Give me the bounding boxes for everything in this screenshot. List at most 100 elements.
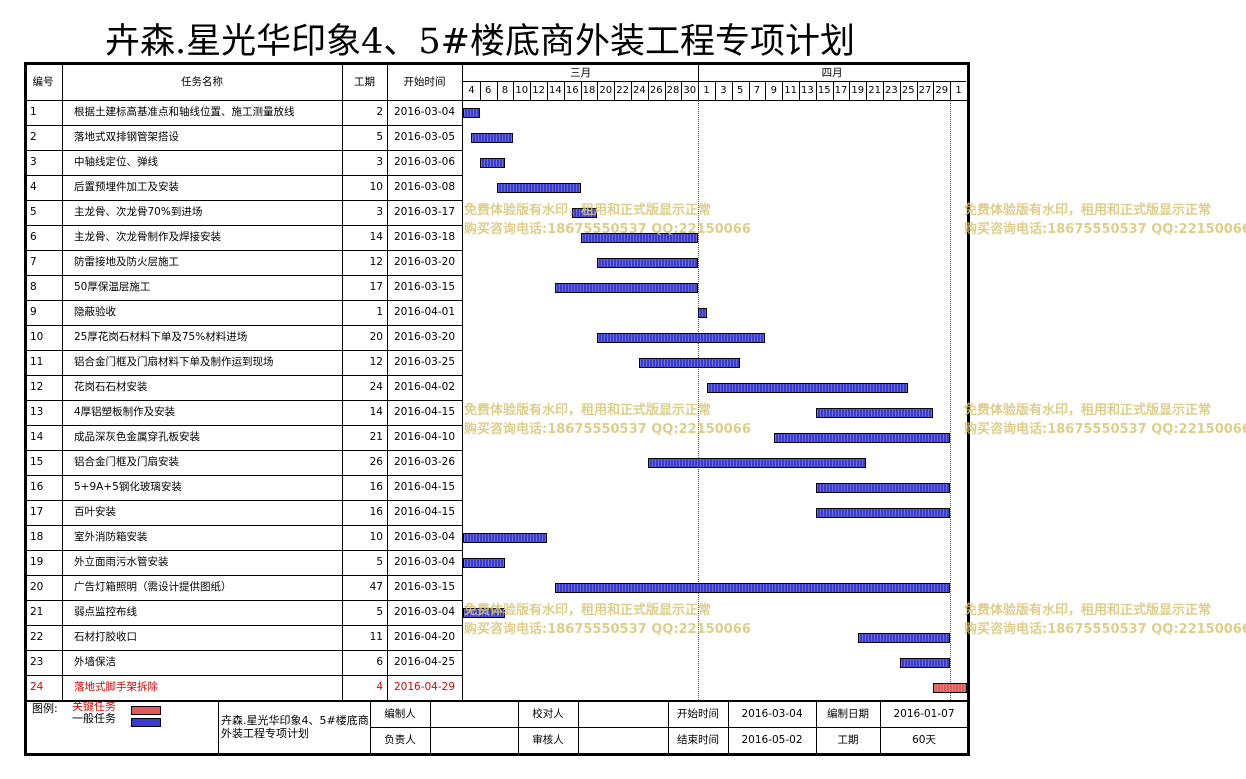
- task-no: 1: [30, 106, 37, 118]
- task-duration: 16: [369, 481, 383, 493]
- grid-line: [24, 550, 462, 551]
- gantt-bar[interactable]: [815, 408, 934, 418]
- task-duration: 10: [369, 181, 383, 193]
- day-tick-label: 15: [817, 85, 831, 96]
- gantt-bar[interactable]: [555, 283, 699, 293]
- task-start: 2016-03-18: [393, 231, 456, 243]
- gantt-bar[interactable]: [463, 108, 480, 118]
- month-label: 四月: [821, 67, 843, 79]
- grid-line: [462, 62, 463, 700]
- task-start: 2016-03-04: [393, 606, 456, 618]
- task-duration: 14: [369, 406, 383, 418]
- grid-line: [866, 81, 868, 100]
- gantt-bar[interactable]: [479, 158, 505, 168]
- task-name: 5+9A+5钢化玻璃安装: [74, 481, 182, 493]
- day-tick-label: 4: [468, 85, 475, 96]
- task-duration: 5: [376, 131, 383, 143]
- day-tick-label: 29: [935, 85, 949, 96]
- grid-line: [463, 81, 966, 82]
- grid-line: [387, 62, 388, 700]
- watermark-line: 免费体验版有水印，租用和正式版显示正常: [964, 603, 1212, 618]
- task-no: 18: [30, 531, 44, 543]
- day-tick-label: 30: [683, 85, 697, 96]
- task-no: 15: [30, 456, 44, 468]
- task-duration: 16: [369, 506, 383, 518]
- legend-critical-swatch: [131, 706, 161, 715]
- gantt-bar[interactable]: [463, 558, 505, 568]
- footer-compiler-label: 编制人: [384, 708, 416, 720]
- grid-line: [765, 81, 767, 100]
- grid-line: [62, 62, 63, 700]
- footer-project: 卉森.星光华印象4、5#楼底商外装工程专项计划: [221, 714, 369, 740]
- gantt-bar[interactable]: [496, 183, 581, 193]
- day-tick-label: 22: [616, 85, 629, 96]
- gantt-bar[interactable]: [597, 258, 699, 268]
- gantt-bar[interactable]: [899, 658, 951, 668]
- gantt-bar[interactable]: [463, 533, 547, 543]
- gantt-bar[interactable]: [815, 508, 951, 518]
- gantt-bar[interactable]: [597, 333, 766, 343]
- month-divider: [698, 100, 700, 700]
- grid-line: [681, 81, 683, 100]
- table-frame: [24, 62, 970, 756]
- task-name: 防雷接地及防火层施工: [74, 256, 179, 268]
- task-duration: 1: [376, 306, 383, 318]
- day-tick-label: 26: [649, 85, 663, 96]
- task-name: 成品深灰色金属穿孔板安装: [74, 431, 200, 443]
- task-no: 4: [30, 181, 37, 193]
- gantt-bar[interactable]: [580, 233, 699, 243]
- gantt-bar[interactable]: [555, 583, 951, 593]
- gantt-bar[interactable]: [471, 133, 514, 143]
- grid-line: [664, 81, 666, 100]
- task-start: 2016-04-29: [393, 681, 456, 693]
- task-duration: 11: [369, 631, 383, 643]
- task-duration: 3: [376, 206, 383, 218]
- day-tick-label: 1: [703, 85, 710, 96]
- day-tick-label: 24: [633, 85, 646, 96]
- task-start: 2016-04-10: [393, 431, 456, 443]
- gantt-bar[interactable]: [857, 633, 951, 643]
- task-name: 4厚铝塑板制作及安装: [74, 406, 176, 418]
- grid-line: [496, 81, 498, 100]
- grid-line: [24, 700, 968, 702]
- day-tick-label: 21: [868, 85, 881, 96]
- watermark: 免费体验版有水印，租用和正式版显示正常购买咨询电话:18675550537 QQ…: [964, 201, 1246, 239]
- grid-line: [883, 81, 884, 100]
- task-duration: 14: [369, 231, 383, 243]
- gantt-bar[interactable]: [639, 358, 741, 368]
- task-name: 主龙骨、次龙骨70%到进场: [74, 206, 203, 218]
- gantt-bar[interactable]: [647, 458, 867, 468]
- day-tick-label: 7: [753, 85, 761, 96]
- grid-line: [24, 350, 462, 351]
- grid-line: [24, 275, 462, 276]
- task-no: 3: [30, 156, 37, 168]
- gantt-bar[interactable]: [698, 308, 707, 318]
- grid-line: [24, 450, 462, 451]
- header-start: 开始时间: [403, 76, 446, 88]
- grid-line: [24, 625, 462, 626]
- task-start: 2016-03-06: [393, 156, 456, 168]
- watermark-line: 购买咨询电话:18675550537 QQ:22150066: [964, 622, 1246, 637]
- day-tick-label: 20: [599, 85, 613, 96]
- grid-line: [782, 81, 784, 100]
- grid-line: [899, 81, 901, 100]
- task-start: 2016-03-20: [393, 256, 456, 268]
- task-name: 50厚保温层施工: [74, 281, 151, 293]
- grid-line: [728, 700, 729, 754]
- task-no: 17: [30, 506, 44, 518]
- task-duration: 5: [376, 606, 383, 618]
- grid-line: [933, 81, 935, 100]
- task-no: 11: [30, 356, 44, 368]
- gantt-bar[interactable]: [773, 433, 951, 443]
- day-tick-label: 6: [485, 85, 492, 96]
- legend-normal: 一般任务: [72, 713, 116, 725]
- grid-line: [614, 81, 616, 100]
- gantt-bar[interactable]: [706, 383, 909, 393]
- gantt-bar[interactable]: [572, 208, 598, 218]
- day-tick-label: 23: [885, 85, 898, 96]
- gantt-bar[interactable]: [463, 608, 505, 618]
- grid-line: [342, 62, 343, 700]
- task-name: 后置预埋件加工及安装: [74, 181, 179, 193]
- gantt-bar[interactable]: [933, 683, 967, 693]
- gantt-bar[interactable]: [815, 483, 951, 493]
